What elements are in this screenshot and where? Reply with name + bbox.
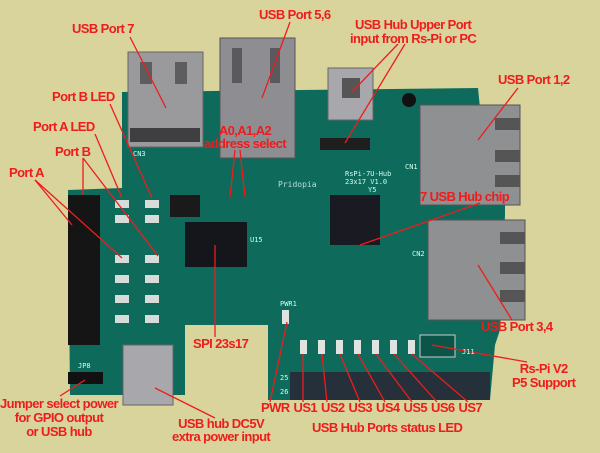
label-status-caption: USB Hub Ports status LED [312,420,463,435]
led-label-us4: US4 [376,400,400,415]
label-usb-port-3-4: USB Port 3,4 [481,319,553,334]
label-line: A0,A1,A2 [218,123,272,138]
usb-port-7-connector [127,51,204,148]
mounting-hole [402,93,416,107]
led-label-us5: US5 [403,400,428,415]
label-usb-port-1-2: USB Port 1,2 [498,72,570,87]
label-line: extra power input [172,429,271,444]
led-label-us2: US2 [321,400,345,415]
label-line: USB Hub Upper Port [354,17,472,32]
usb-port-1-2-connector [419,104,521,206]
jp8-jumper [68,372,103,384]
label-line: P5 Support [512,375,576,390]
label-usb-port-7: USB Port 7 [72,21,135,36]
rpi-gpio-socket [290,372,490,400]
label-port-b-led: Port B LED [52,89,115,104]
label-line: for GPIO output [14,410,104,425]
voltage-regulator [170,195,200,217]
label-hub-chip: 7 USB Hub chip [420,189,510,204]
label-port-a: Port A [9,165,45,180]
label-line: or USB hub [26,424,92,439]
label-usb-port-5-6: USB Port 5,6 [259,7,331,22]
label-jumper: Jumper select power for GPIO output or U… [0,396,119,439]
gpio-header-pins [68,195,100,345]
spi-23s17-chip [185,222,247,267]
usb-port-3-4-connector [427,219,526,321]
usb-hub-chip [330,195,380,245]
label-line: USB hub DC5V [178,416,265,431]
label-line: input from Rs-Pi or PC [350,31,477,46]
label-line: Jumper select power [0,396,119,411]
label-dc5v: USB hub DC5V extra power input [172,416,271,444]
led-label-us6: US6 [431,400,455,415]
port-led-array [115,200,159,323]
label-line: address select [204,136,287,151]
label-upper-port: USB Hub Upper Port input from Rs-Pi or P… [350,17,477,46]
label-p5-support: Rs-Pi V2 P5 Support [512,361,576,390]
mini-usb-upper-port [327,67,374,121]
led-label-us1: US1 [293,400,318,415]
usb-port-5-6-connector [219,37,296,159]
led-label-us7: US7 [458,400,483,415]
led-label-us3: US3 [348,400,373,415]
led-label-pwr: PWR [261,400,290,415]
pcb-board [68,88,505,400]
status-led-row [282,310,415,354]
label-line: Rs-Pi V2 [519,361,569,376]
label-spi: SPI 23s17 [193,336,249,351]
label-status-leds: PWR US1 US2 US3 US4 US5 US6 US7 [261,400,483,415]
annotation-leader-lines [34,21,528,419]
label-address-select: A0,A1,A2 address select [204,123,287,151]
jp7-header [320,138,370,150]
label-port-b: Port B [55,144,91,159]
label-port-a-led: Port A LED [33,119,95,134]
mini-usb-power-port [122,344,174,406]
